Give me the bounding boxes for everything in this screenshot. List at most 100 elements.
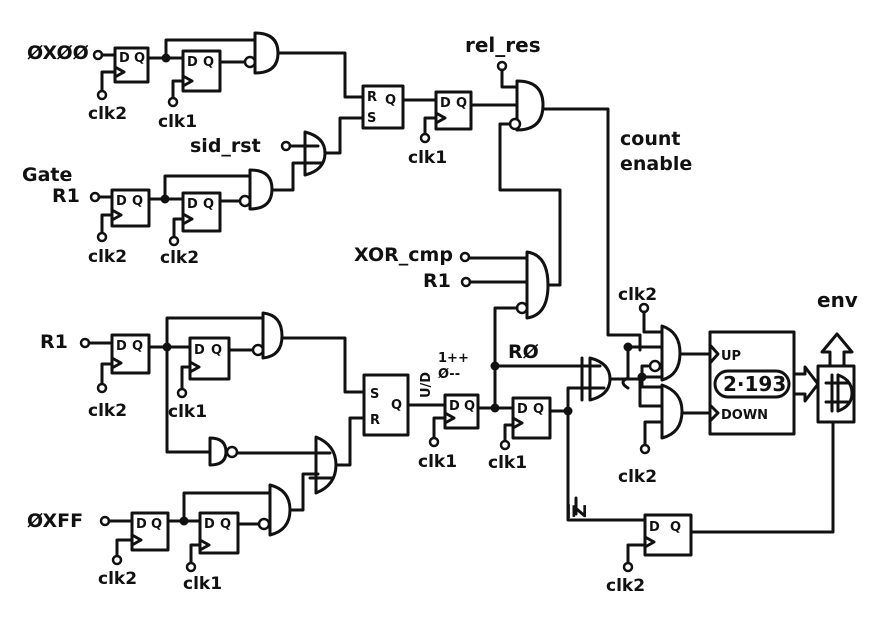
ud-label: U/D <box>419 372 434 398</box>
zbar-label: Z <box>569 504 591 518</box>
r0-label: RØ <box>508 341 539 363</box>
up-down-gating: clk2 clk2 <box>618 285 712 487</box>
rs-latch-top: R Q S <box>361 84 438 130</box>
svg-text:clk2: clk2 <box>618 467 657 487</box>
xor-cmp-and: XOR_cmp R1 <box>354 244 562 410</box>
dff-8: D Q clk2 <box>606 513 693 596</box>
svg-text:D: D <box>649 520 660 535</box>
svg-text:D: D <box>187 55 198 70</box>
dff-4b: D Q <box>188 336 231 381</box>
dff-5a: D Q <box>130 511 170 552</box>
svg-text:Q: Q <box>456 96 467 111</box>
clk-label: clk1 <box>158 112 197 132</box>
svg-text:D: D <box>136 517 147 532</box>
input-label-0x00: ØXØØ <box>27 42 89 64</box>
counter-down-label: DOWN <box>721 408 768 423</box>
svg-text:clk1: clk1 <box>183 574 222 594</box>
svg-text:Q: Q <box>132 339 143 354</box>
dff-7: D Q <box>511 396 552 440</box>
ff-detector: ØXFF D Q clk2 D Q clk1 <box>27 472 320 594</box>
clk-label: clk2 <box>88 104 127 124</box>
env-output-arrow <box>820 332 854 368</box>
svg-text:S: S <box>367 111 376 126</box>
dff-6: D Q <box>443 393 480 430</box>
sid-rst-or: sid_rst <box>190 116 365 177</box>
svg-text:clk2: clk2 <box>618 285 657 305</box>
dff-1a: D Q <box>113 46 150 84</box>
counter-up-label: UP <box>721 349 741 364</box>
input-label-sid-rst: sid_rst <box>190 135 261 157</box>
svg-text:Q: Q <box>203 55 214 70</box>
dff-2a: D Q <box>110 188 151 228</box>
svg-text:Q: Q <box>211 343 222 358</box>
dff-2b: D Q <box>181 191 222 233</box>
enable-label: enable <box>620 153 692 175</box>
svg-text:Q: Q <box>134 51 145 66</box>
up-down-counter: UP DOWN 2·193 <box>708 330 820 436</box>
and-gate-1 <box>253 31 280 75</box>
sr-latch-low: S Q R U/D 1++ Ø-- <box>362 351 469 437</box>
input-label-r1-low: R1 <box>40 331 68 353</box>
zero-detector: ØXØØ D Q clk2 D Q clk1 <box>27 31 365 132</box>
svg-text:clk1: clk1 <box>418 452 457 472</box>
or-gate-1 <box>303 130 327 177</box>
dff-3: D Q clk1 <box>408 90 519 168</box>
svg-text:Q: Q <box>670 520 681 535</box>
counter-chip-label: 2·193 <box>723 372 786 396</box>
svg-text:Q: Q <box>220 517 231 532</box>
direction-flipflops: D Q clk1 RØ D Q clk1 Z <box>418 341 647 522</box>
count-label: count <box>620 128 680 150</box>
ud-inc-label: 1++ <box>438 351 469 366</box>
svg-text:R: R <box>370 413 380 428</box>
svg-text:clk1: clk1 <box>408 148 447 168</box>
and-gate-up <box>660 324 682 382</box>
and-gate-down <box>660 383 684 440</box>
dff-1b: D Q <box>181 49 222 93</box>
svg-text:clk2: clk2 <box>88 401 127 421</box>
input-label-r1-mid: R1 <box>423 270 451 292</box>
svg-text:clk2: clk2 <box>160 248 199 268</box>
svg-text:clk1: clk1 <box>168 402 207 422</box>
svg-text:D: D <box>116 194 127 209</box>
svg-text:D: D <box>517 402 528 417</box>
svg-text:clk2: clk2 <box>98 569 137 589</box>
nand-gate <box>208 436 228 467</box>
env-label: env <box>817 288 858 312</box>
svg-text:clk1: clk1 <box>488 453 527 473</box>
svg-text:D: D <box>116 339 127 354</box>
bus-arrow <box>792 365 820 403</box>
env-output: env <box>690 288 858 534</box>
svg-text:S: S <box>370 387 379 402</box>
dff-4a: D Q <box>110 333 151 375</box>
input-label-r1: R1 <box>52 185 80 207</box>
input-label-gate: Gate <box>22 164 72 186</box>
and-gate-5 <box>261 311 284 360</box>
svg-text:Q: Q <box>533 402 544 417</box>
svg-text:D: D <box>119 51 130 66</box>
gate-detector: Gate R1 D Q clk2 D Q clk2 <box>22 161 307 268</box>
svg-text:clk2: clk2 <box>606 576 645 596</box>
svg-text:Q: Q <box>385 93 396 108</box>
input-label-0xff: ØXFF <box>27 510 83 532</box>
or-gate-2 <box>314 435 338 495</box>
svg-text:Q: Q <box>203 197 214 212</box>
and-gate-2 <box>248 168 274 211</box>
clk-pin <box>96 89 108 101</box>
svg-text:clk2: clk2 <box>88 247 127 267</box>
count-enable-and: rel_res count enable <box>465 33 692 352</box>
svg-text:D: D <box>187 197 198 212</box>
and-gate-4 <box>525 250 550 320</box>
svg-text:D: D <box>449 399 460 414</box>
svg-text:Q: Q <box>464 399 475 414</box>
dff-5b: D Q <box>198 511 240 555</box>
input-label-xor-cmp: XOR_cmp <box>354 244 453 266</box>
svg-text:Q: Q <box>151 517 162 532</box>
svg-text:Q: Q <box>391 398 402 413</box>
ud-dec-label: Ø-- <box>438 367 460 382</box>
svg-text:R: R <box>367 90 377 105</box>
r1-detector: R1 D Q clk2 D Q clk1 <box>40 311 364 495</box>
input-label-rel-res: rel_res <box>465 33 541 57</box>
svg-text:D: D <box>204 517 215 532</box>
svg-text:D: D <box>440 96 451 111</box>
